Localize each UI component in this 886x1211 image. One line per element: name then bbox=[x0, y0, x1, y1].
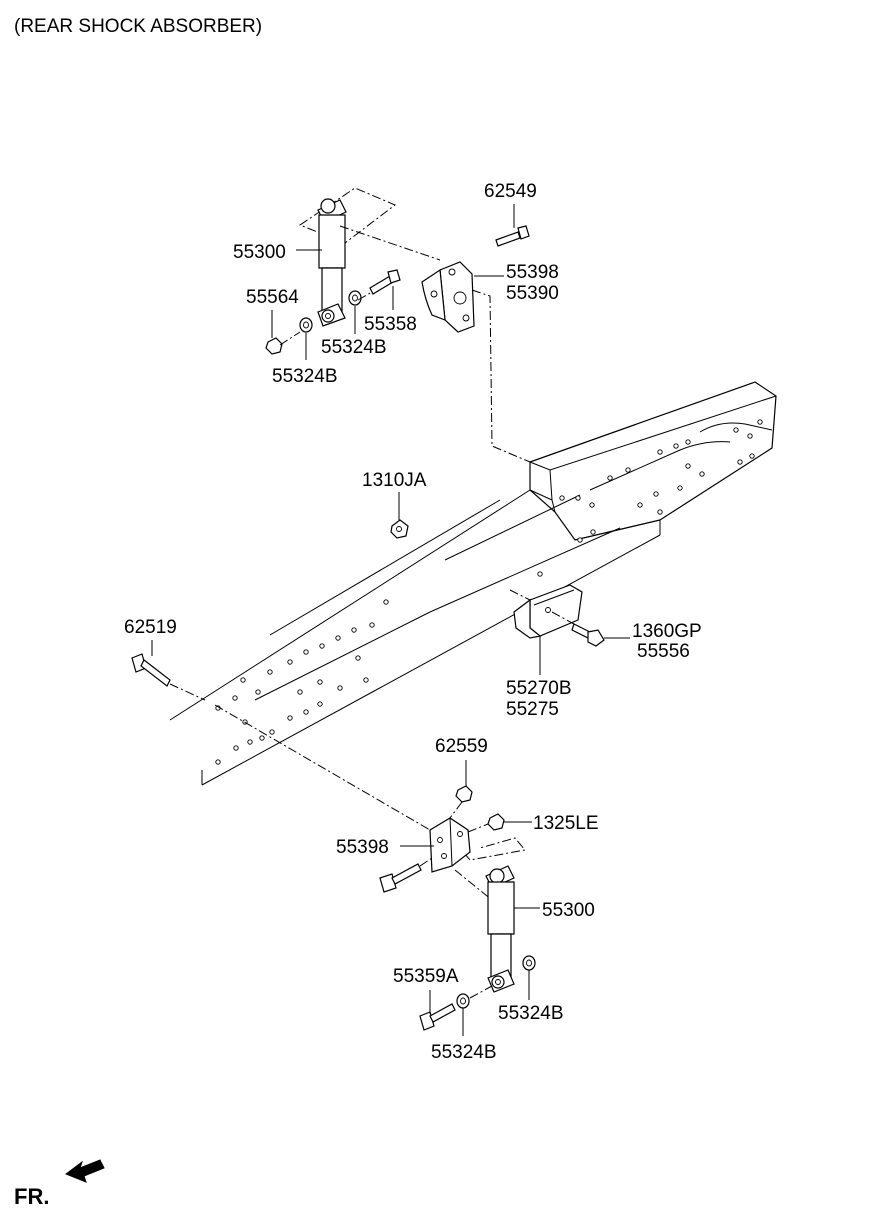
label-55324b-upper-b: 55324B bbox=[272, 366, 338, 387]
label-1360gp: 1360GP bbox=[632, 621, 702, 642]
nut-1310ja bbox=[390, 519, 409, 539]
bolt-55359a bbox=[419, 1003, 456, 1031]
diagram-title: (REAR SHOCK ABSORBER) bbox=[14, 16, 262, 37]
lower-shock-assembly bbox=[214, 704, 536, 1031]
label-62559: 62559 bbox=[435, 736, 488, 757]
label-1310ja: 1310JA bbox=[362, 470, 427, 491]
label-62519: 62519 bbox=[124, 617, 177, 638]
shock-bracket-lower bbox=[429, 817, 471, 873]
label-55300-top: 55300 bbox=[233, 242, 286, 263]
label-55300-bottom: 55300 bbox=[542, 900, 595, 921]
label-62549: 62549 bbox=[484, 181, 537, 202]
frame-rail bbox=[169, 381, 777, 786]
label-55275: 55275 bbox=[506, 699, 559, 720]
shock-absorber-lower bbox=[485, 865, 515, 993]
label-55564: 55564 bbox=[246, 287, 299, 308]
bolt-lower-bracket bbox=[379, 857, 433, 893]
bracket-55270b bbox=[509, 584, 583, 639]
shock-absorber-upper bbox=[317, 198, 347, 327]
rail-holes bbox=[215, 419, 763, 765]
bolt-1360gp bbox=[551, 611, 605, 647]
bolt-62519 bbox=[131, 653, 206, 701]
bolt-62549 bbox=[495, 225, 530, 247]
nut-1325le bbox=[487, 813, 505, 831]
label-1325le: 1325LE bbox=[533, 813, 599, 834]
label-55270b: 55270B bbox=[506, 678, 572, 699]
bolt-55358 bbox=[369, 269, 401, 295]
label-55324b-lower-a: 55324B bbox=[498, 1003, 564, 1024]
label-55358: 55358 bbox=[364, 314, 417, 335]
upper-shock-assembly bbox=[265, 187, 531, 463]
front-direction-label: FR. bbox=[14, 1184, 49, 1209]
label-55324b-lower-b: 55324B bbox=[431, 1042, 497, 1063]
label-55398-bottom: 55398 bbox=[336, 837, 389, 858]
shock-bracket-upper bbox=[421, 261, 475, 333]
leader-lines bbox=[151, 204, 630, 1036]
label-55398-top: 55398 bbox=[506, 262, 559, 283]
nut-55564 bbox=[265, 337, 283, 355]
label-55390: 55390 bbox=[506, 283, 559, 304]
front-arrow-icon bbox=[64, 1159, 105, 1183]
label-55556: 55556 bbox=[637, 641, 690, 662]
nut-62559 bbox=[455, 785, 473, 803]
label-55324b-upper-a: 55324B bbox=[321, 337, 387, 358]
label-55359a: 55359A bbox=[393, 966, 459, 987]
